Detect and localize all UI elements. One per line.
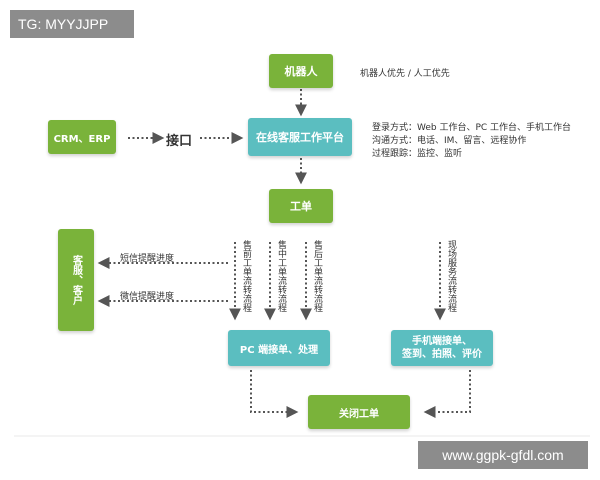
- presale-flow-label: 售前工单流转流程: [241, 240, 251, 312]
- platform-label: 在线客服工作平台: [256, 131, 344, 144]
- robot-label: 机器人: [284, 65, 318, 78]
- crm-erp-label: CRM、ERP: [53, 133, 111, 145]
- onsite-flow-label: 现场服务流转流程: [446, 240, 456, 312]
- work-order-node: 工单: [269, 189, 333, 223]
- customer-node: 客服、客户: [58, 229, 94, 331]
- customer-label: 客服、客户: [70, 255, 82, 305]
- crm-erp-node: CRM、ERP: [48, 120, 116, 154]
- telegram-tag: TG: MYYJJPP: [10, 10, 134, 38]
- watermark-url: www.ggpk-gfdl.com: [418, 441, 588, 469]
- sms-reminder-label: 短信提醒进度: [120, 254, 175, 264]
- pc-label: PC 端接单、处理: [239, 344, 319, 356]
- insale-flow-label: 售中工单流转流程: [276, 240, 286, 312]
- pc-node: PC 端接单、处理: [228, 330, 330, 366]
- robot-node: 机器人: [269, 54, 333, 88]
- close-order-label: 关闭工单: [339, 408, 379, 420]
- arrow-mobile-close: [423, 370, 471, 418]
- mobile-node: 手机端接单、 签到、拍照、评价: [391, 330, 493, 366]
- tracking-note: 过程跟踪：监控、监听: [372, 149, 463, 159]
- platform-node: 在线客服工作平台: [248, 118, 352, 156]
- arrow-pc-close: [250, 370, 299, 418]
- wechat-reminder-label: 微信提醒进度: [120, 292, 175, 302]
- login-note: 登录方式：Web 工作台、PC 工作台、手机工作台: [372, 123, 572, 133]
- work-order-label: 工单: [290, 200, 312, 213]
- close-order-node: 关闭工单: [308, 395, 410, 429]
- communication-note: 沟通方式：电话、IM、留言、远程协作: [372, 136, 527, 146]
- mobile-label-line2: 签到、拍照、评价: [402, 349, 482, 360]
- mobile-label-line1: 手机端接单、: [412, 336, 472, 347]
- aftersale-flow-label: 售后工单流转流程: [312, 240, 322, 312]
- robot-priority-note: 机器人优先 / 人工优先: [360, 69, 450, 79]
- interface-label: 接口: [166, 134, 193, 149]
